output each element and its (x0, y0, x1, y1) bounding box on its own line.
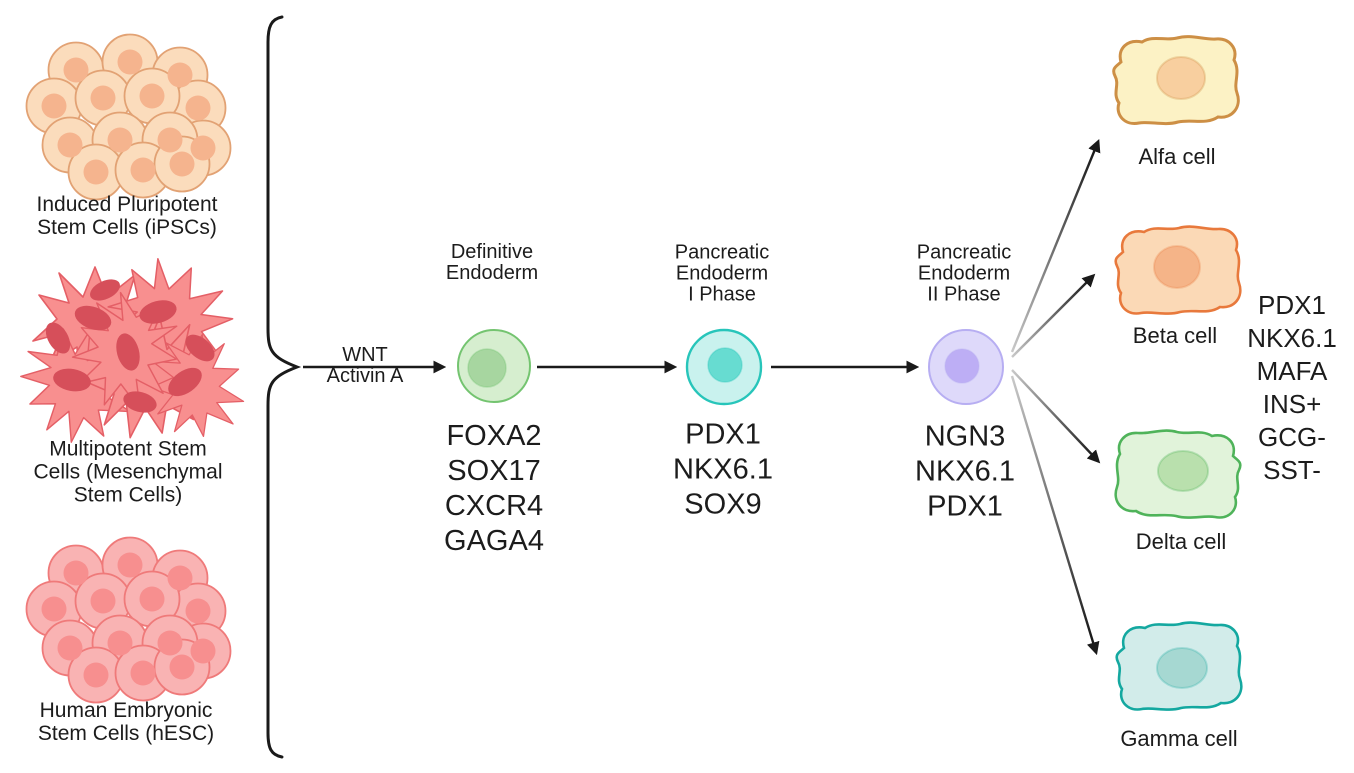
beta-cell-label: Beta cell (1132, 323, 1218, 348)
induction-factors-label: WNT Activin A (326, 344, 404, 387)
msc-cluster-illustration (0, 242, 257, 463)
arrow-to-alfa (1010, 139, 1101, 353)
gamma-cell-illustration (1115, 621, 1243, 711)
definitive-endoderm-markers: FOXA2 SOX17 CXCR4 GAGA4 (444, 420, 544, 557)
alfa-cell-illustration (1112, 35, 1240, 126)
gamma-cell-label: Gamma cell (1120, 726, 1238, 751)
fanout-arrows (1010, 139, 1101, 656)
definitive-endoderm-title: Definitive Endoderm (445, 241, 539, 284)
pancreatic-endoderm-2-title: Pancreatic Endoderm II Phase (916, 241, 1012, 306)
pancreatic-endoderm-1-cell (685, 328, 763, 406)
hesc-label: Human Embryonic Stem Cells (hESC) (37, 699, 215, 745)
ipsc-label: Induced Pluripotent Stem Cells (iPSCs) (36, 193, 218, 239)
msc-label: Multipotent Stem Cells (Mesenchymal Stem… (33, 437, 223, 507)
hesc-cluster-illustration (25, 536, 232, 704)
pancreatic-endoderm-1-title: Pancreatic Endoderm I Phase (674, 241, 770, 306)
pancreatic-endoderm-2-cell (928, 329, 1004, 405)
arrow-to-gamma (1010, 375, 1100, 656)
delta-cell-label: Delta cell (1135, 529, 1227, 554)
alfa-cell-label: Alfa cell (1138, 144, 1216, 169)
beta-cell-illustration (1114, 225, 1242, 315)
delta-cell-illustration (1114, 429, 1242, 519)
grouping-brace (266, 15, 302, 759)
pancreatic-endoderm-2-markers: NGN3 NKX6.1 PDX1 (915, 420, 1015, 523)
beta-cell-markers: PDX1 NKX6.1 MAFA INS+ GCG- SST- (1247, 290, 1337, 485)
definitive-endoderm-cell (457, 329, 531, 403)
arrow-to-delta (1011, 369, 1101, 464)
pancreatic-endoderm-1-markers: PDX1 NKX6.1 SOX9 (673, 418, 773, 521)
ipsc-cluster-illustration (25, 33, 232, 201)
arrow-to-beta (1011, 273, 1096, 358)
